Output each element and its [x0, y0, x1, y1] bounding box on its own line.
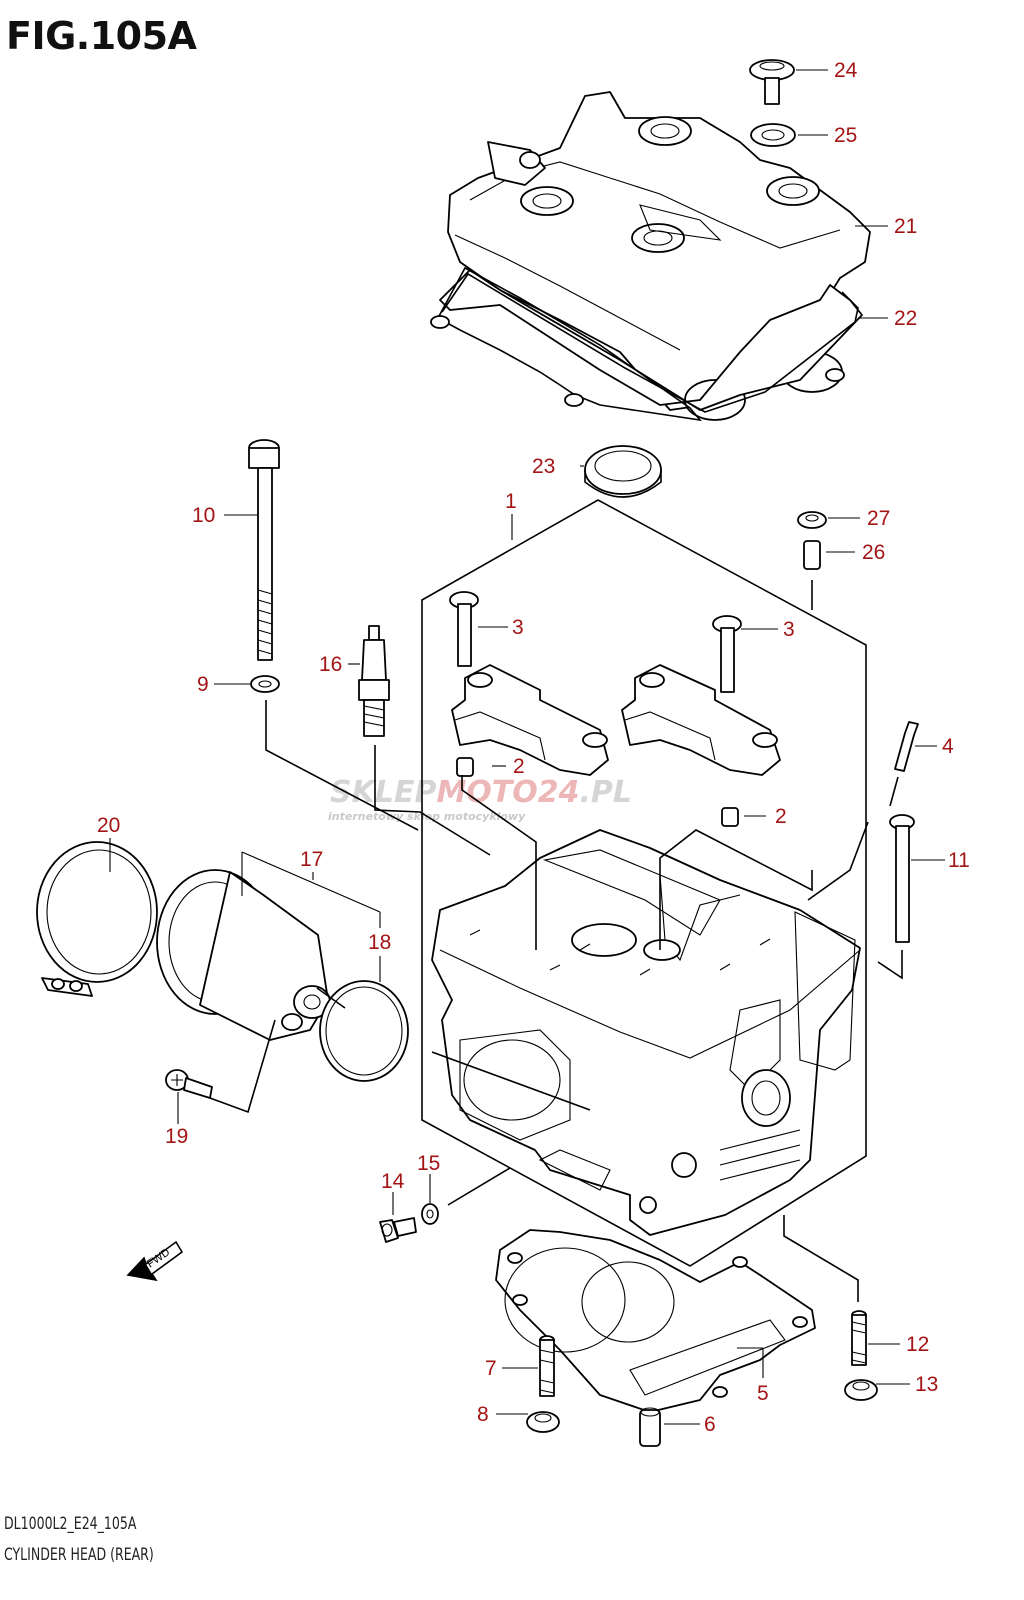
intake-pipe [156, 869, 331, 1041]
callout-label: 5 [757, 1382, 769, 1405]
callout-label: 16 [319, 653, 342, 676]
callout-label: 27 [867, 507, 890, 530]
side-bolt [889, 814, 915, 943]
cylinder-dowel [639, 1407, 661, 1447]
callout-label: 24 [834, 59, 858, 82]
watermark: SKLEPMOTO24.PL internetowy sklep motocyk… [328, 775, 632, 823]
cap-bolt-right [712, 615, 742, 693]
callout-label: 3 [783, 618, 795, 641]
callout-label: 2 [775, 805, 787, 828]
callout-label: 2 [513, 755, 525, 778]
cover-bolt [749, 59, 795, 105]
diagram-code: DL1000L2_E24_105A [4, 1514, 137, 1534]
svg-text:SKLEPMOTO24.PL: SKLEPMOTO24.PL [330, 775, 632, 810]
callout-label: 17 [300, 848, 323, 871]
cylinder-stud-left [539, 1335, 555, 1397]
drain-bolt [379, 1217, 417, 1243]
callout-label: 19 [165, 1125, 188, 1148]
plug-tube-seal [584, 445, 662, 498]
cam-cap-left [451, 664, 609, 776]
callout-label: 15 [417, 1152, 440, 1175]
callout-label: 1 [505, 490, 517, 513]
callout-label: 18 [368, 931, 391, 954]
stud-nut-left [526, 1411, 560, 1433]
intake-o-ring [319, 980, 409, 1082]
stud-nut-right [844, 1379, 878, 1401]
callout-label: 7 [485, 1357, 497, 1380]
callout-leaders [109, 69, 945, 1425]
callout-label: 21 [894, 215, 917, 238]
forward-arrow-icon: FWD [126, 1240, 184, 1282]
callout-label: 14 [381, 1170, 405, 1193]
callout-label: 23 [532, 455, 555, 478]
head-gasket [495, 1229, 816, 1413]
dowel-pin [456, 757, 739, 827]
cylinder-head [431, 829, 861, 1236]
figure-title: FIG.105A [6, 14, 197, 58]
hose-clamp [36, 841, 158, 997]
callout-label: 9 [197, 673, 209, 696]
valve-cover-gasket [430, 266, 863, 422]
callout-label: 4 [942, 735, 954, 758]
cover-bolt-washer [750, 123, 796, 147]
exploded-view-lines [209, 499, 903, 1302]
diagram-name: CYLINDER HEAD (REAR) [4, 1545, 154, 1565]
callout-label: 25 [834, 124, 857, 147]
stud-pin [894, 721, 919, 772]
callout-numbers: 1 2 2 3 3 4 5 6 7 8 9 10 11 12 13 14 15 … [97, 59, 970, 1436]
callout-label: 12 [906, 1333, 929, 1356]
long-bolt-washer [250, 675, 280, 693]
callout-label: 6 [704, 1413, 716, 1436]
callout-label: 20 [97, 814, 120, 837]
cam-cap-right [621, 664, 781, 776]
intake-screw [165, 1069, 213, 1099]
callout-label: 13 [915, 1373, 938, 1396]
spark-plug [358, 625, 390, 737]
callout-label: 11 [948, 849, 970, 872]
callout-label: 26 [862, 541, 885, 564]
drain-bolt-washer [421, 1203, 439, 1225]
callout-label: 8 [477, 1403, 489, 1426]
cap-bolt-left [449, 591, 479, 667]
oil-jet [803, 540, 821, 570]
callout-label: 22 [894, 307, 917, 330]
head-long-bolt [248, 439, 280, 661]
callout-label: 3 [512, 616, 524, 639]
oil-jet-cap [797, 511, 827, 529]
callout-label: 10 [192, 504, 215, 527]
cylinder-stud-right [851, 1310, 867, 1366]
